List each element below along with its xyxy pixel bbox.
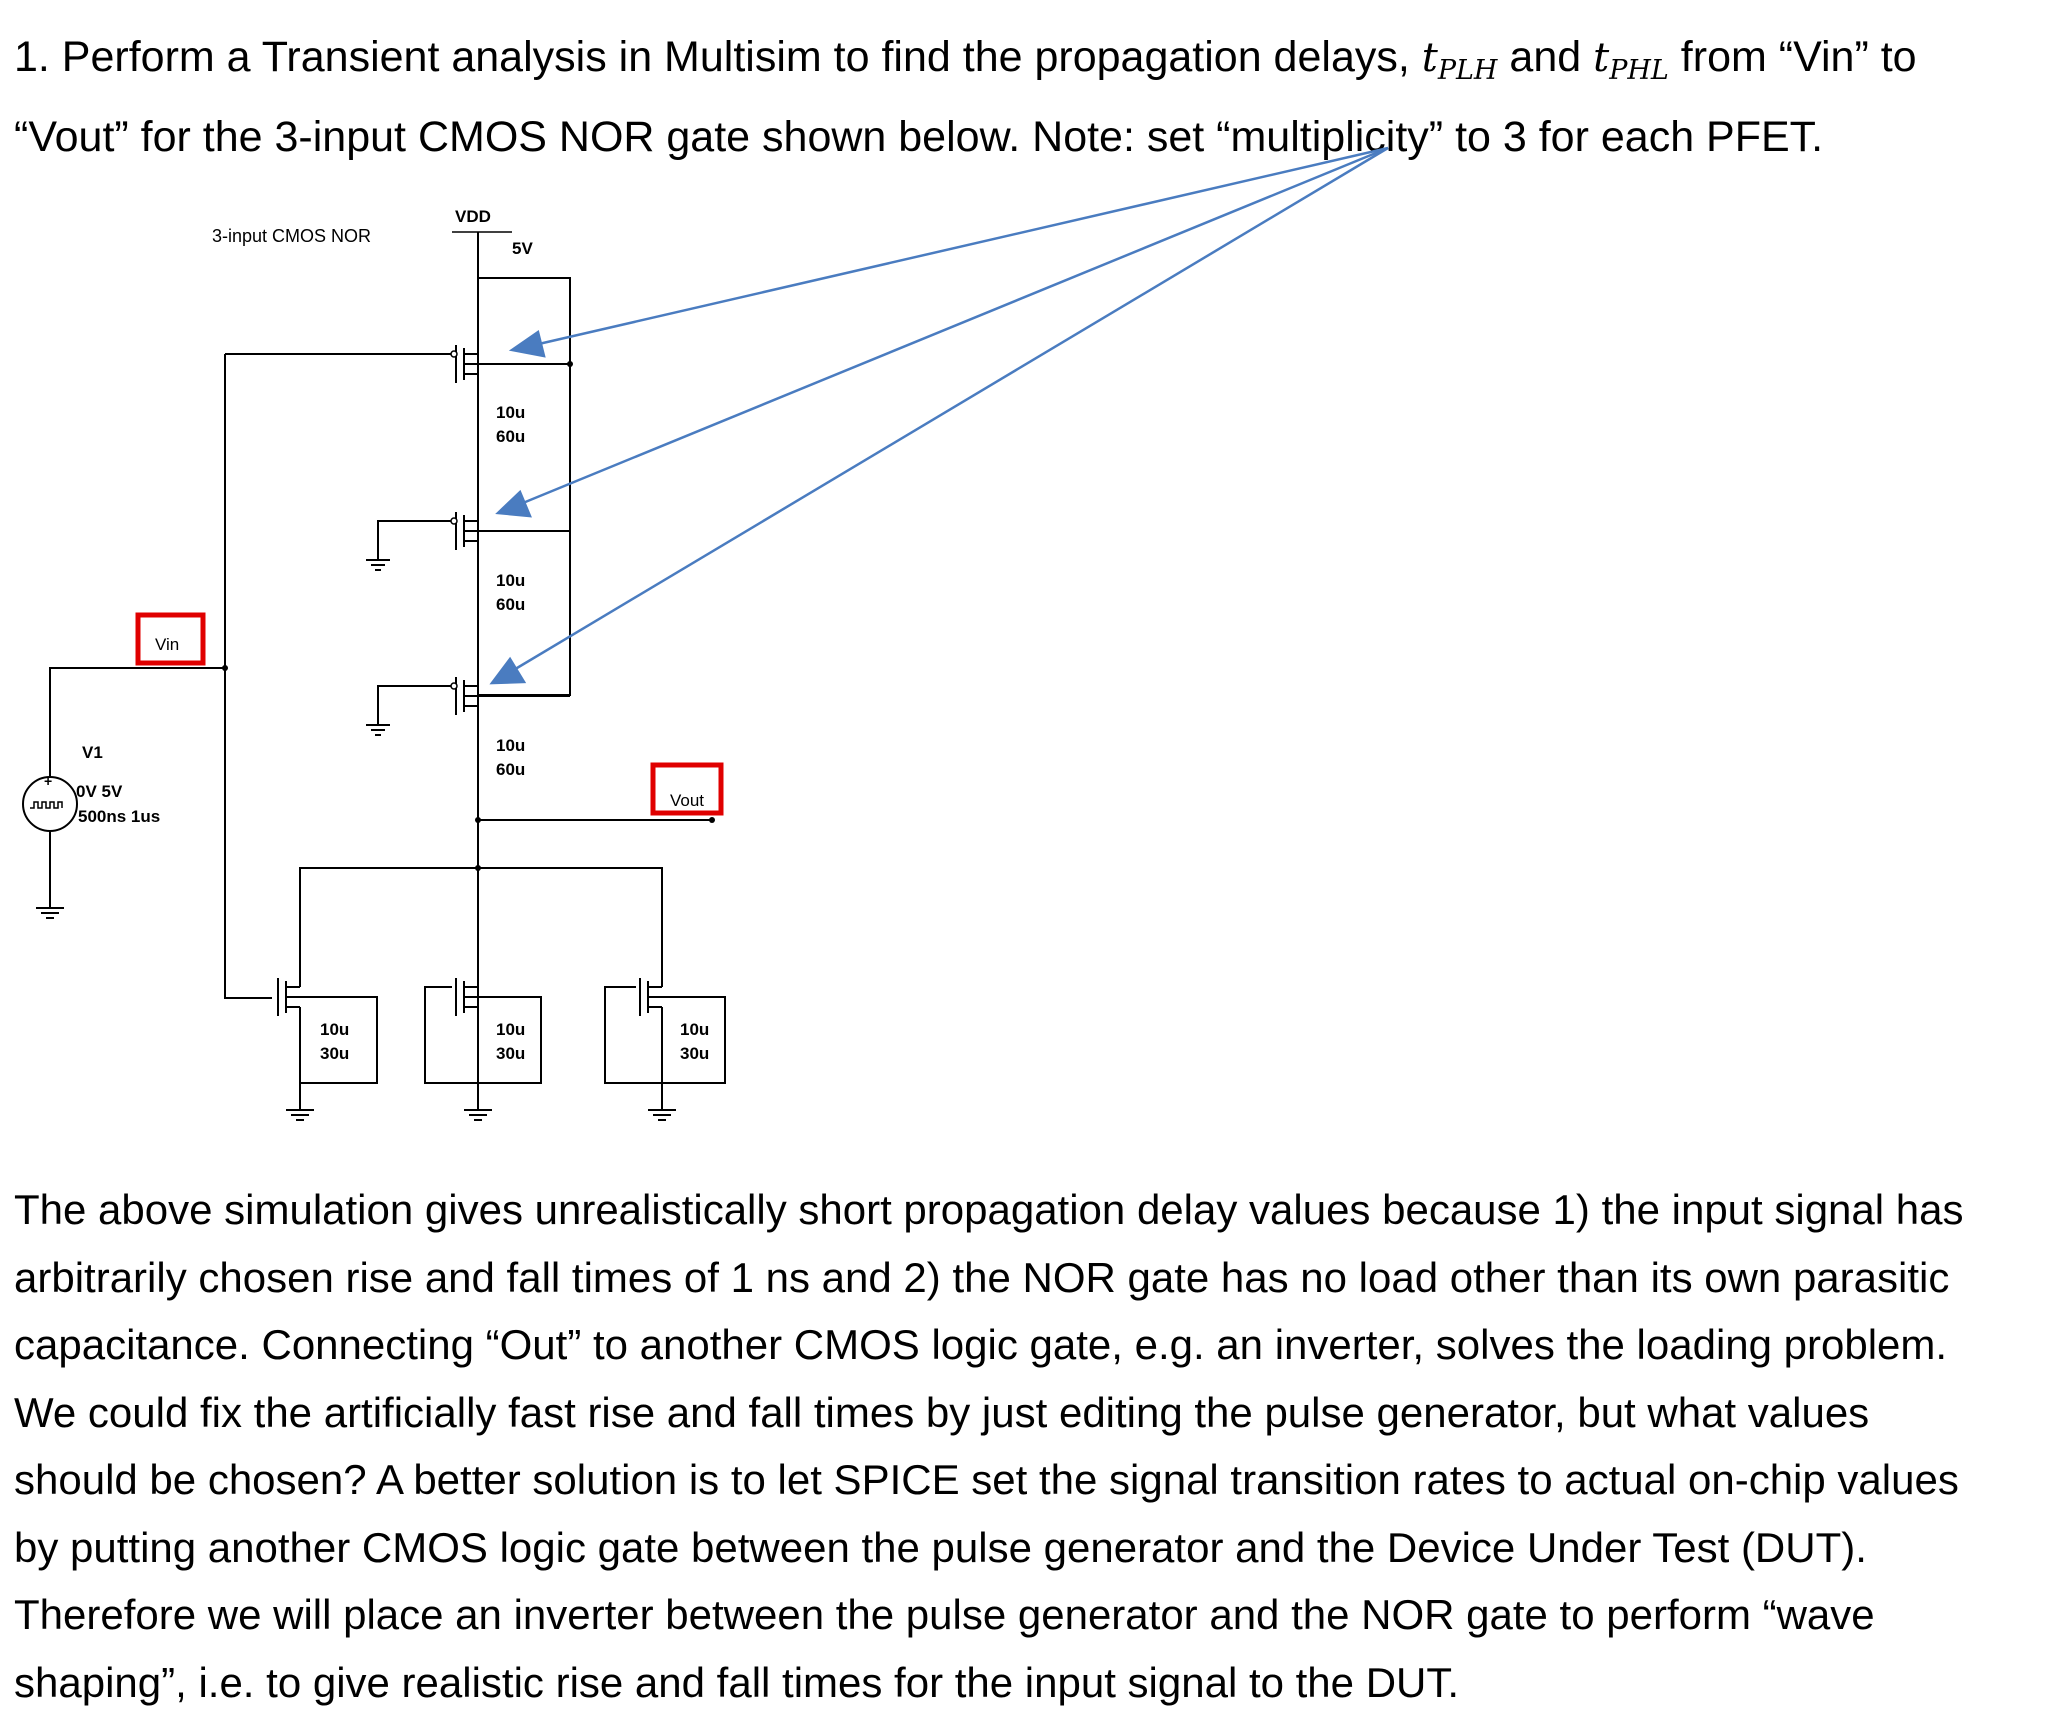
svg-text:60u: 60u [496, 427, 525, 446]
arrowhead-pfet-3 [489, 656, 527, 685]
vout-label: Vout [670, 791, 704, 810]
svg-text:30u: 30u [320, 1044, 349, 1063]
pfet-1: 10u 60u [225, 345, 573, 446]
pfet-2: 10u 60u [366, 512, 570, 614]
svg-text:10u: 10u [496, 403, 525, 422]
svg-text:10u: 10u [496, 736, 525, 755]
question-line-2: “Vout” for the 3-input CMOS NOR gate sho… [14, 113, 1824, 161]
svg-text:60u: 60u [496, 595, 525, 614]
arrow-to-pfet-3 [511, 146, 1389, 673]
svg-text:V1: V1 [82, 743, 103, 762]
arrow-to-pfet-2 [517, 146, 1389, 507]
svg-text:500ns 1us: 500ns 1us [78, 807, 160, 826]
vdd-value: 5V [512, 239, 533, 258]
question-line-1: 1. Perform a Transient analysis in Multi… [14, 33, 1917, 86]
multiplicity-arrows [489, 146, 1389, 685]
vdd-label: VDD [455, 207, 491, 226]
svg-text:+: + [44, 773, 52, 789]
vin-wire [49, 667, 225, 790]
svg-text:10u: 10u [320, 1020, 349, 1039]
paragraph-line: should be chosen? A better solution is t… [14, 1456, 1959, 1503]
svg-text:10u: 10u [496, 571, 525, 590]
vin-gate-wire [224, 354, 272, 999]
arrowhead-pfet-2 [495, 489, 532, 518]
svg-text:10u: 10u [496, 1020, 525, 1039]
paragraph-line: The above simulation gives unrealistical… [14, 1186, 1964, 1233]
vin-label: Vin [155, 635, 179, 654]
arrowhead-pfet-1 [508, 329, 546, 358]
svg-text:30u: 30u [680, 1044, 709, 1063]
nfet-drain-bus [299, 867, 663, 960]
nfet-1: 10u 30u [277, 960, 378, 1121]
paragraph-line: shaping”, i.e. to give realistic rise an… [14, 1658, 1460, 1706]
vin-highlight-box [135, 612, 206, 666]
arrow-to-pfet-1 [529, 146, 1389, 348]
nfet-2: 10u 30u [424, 978, 542, 1121]
schematic-title: 3-input CMOS NOR [212, 226, 371, 246]
explanation-paragraph: The above simulation gives unrealistical… [14, 1176, 2036, 1716]
nor-gate-schematic: 3-input CMOS NOR VDD 5V 10u 60u 10u 60u [22, 146, 1389, 1121]
svg-text:0V 5V: 0V 5V [76, 782, 123, 801]
question-text: 1. Perform a Transient analysis in Multi… [14, 24, 2024, 171]
svg-text:10u: 10u [680, 1020, 709, 1039]
paragraph-line: Therefore we will place an inverter betw… [14, 1591, 1875, 1638]
paragraph-line: capacitance. Connecting “Out” to another… [14, 1321, 1948, 1368]
svg-text:30u: 30u [496, 1044, 525, 1063]
vout-highlight-box [650, 762, 724, 816]
paragraph-line: by putting another CMOS logic gate betwe… [14, 1523, 1867, 1571]
tplh-symbol: tPLH [1421, 35, 1498, 86]
paragraph-line: arbitrarily chosen rise and fall times o… [14, 1253, 1950, 1301]
svg-text:60u: 60u [496, 760, 525, 779]
source-v1: V1 + 0V 5V 500ns 1us [22, 743, 160, 919]
tphl-symbol: tPHL [1593, 35, 1669, 86]
paragraph-line: We could fix the artificially fast rise … [14, 1388, 1870, 1436]
pfet-3: 10u 60u [366, 677, 570, 779]
nfet-3: 10u 30u [604, 960, 726, 1121]
